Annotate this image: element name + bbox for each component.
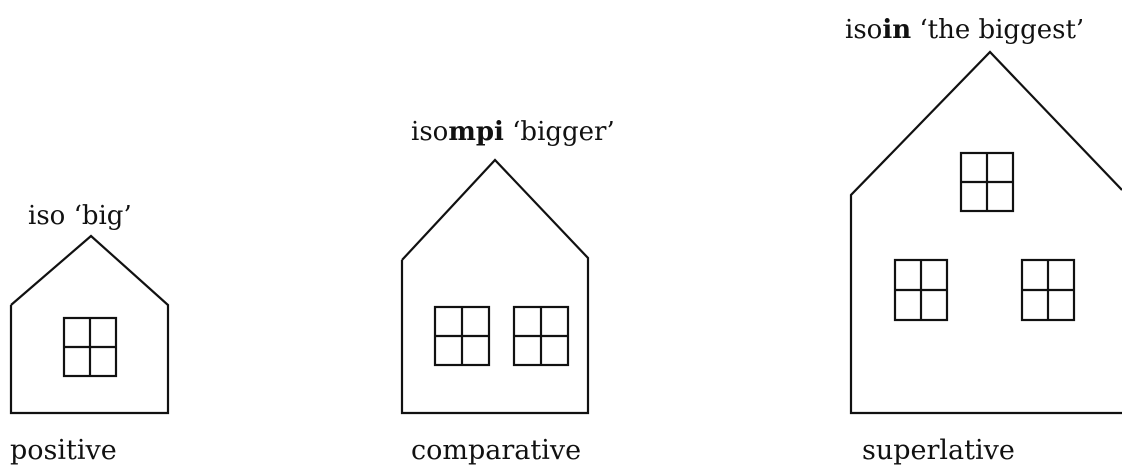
house-positive: iso ‘big’ positive <box>10 201 168 466</box>
window-positive <box>64 318 116 376</box>
window-superlative-top <box>961 153 1013 211</box>
degree-label-superlative: superlative <box>862 435 1015 466</box>
window-comparative-left <box>435 307 489 365</box>
stem-comparative: iso <box>411 117 448 147</box>
gloss-superlative: ‘the biggest’ <box>911 15 1084 45</box>
window-superlative-left <box>895 260 947 320</box>
word-label-superlative: isoin ‘the biggest’ <box>845 15 1084 45</box>
degree-label-comparative: comparative <box>411 435 581 466</box>
stem-superlative: iso <box>845 15 882 45</box>
window-superlative-right <box>1022 260 1074 320</box>
house-outline-superlative <box>851 52 1122 413</box>
suffix-comparative: mpi <box>448 117 504 147</box>
suffix-superlative: in <box>882 15 911 45</box>
stem-positive: iso <box>28 201 65 231</box>
word-label-positive: iso ‘big’ <box>28 201 132 231</box>
house-superlative: isoin ‘the biggest’ superlative <box>845 15 1122 466</box>
house-outline-comparative <box>402 160 588 413</box>
gloss-comparative: ‘bigger’ <box>504 117 615 147</box>
gloss-positive: ‘big’ <box>65 201 131 231</box>
word-label-comparative: isompi ‘bigger’ <box>411 117 615 147</box>
window-comparative-right <box>514 307 568 365</box>
degree-label-positive: positive <box>10 435 117 466</box>
house-comparative: isompi ‘bigger’ comparative <box>402 117 615 466</box>
